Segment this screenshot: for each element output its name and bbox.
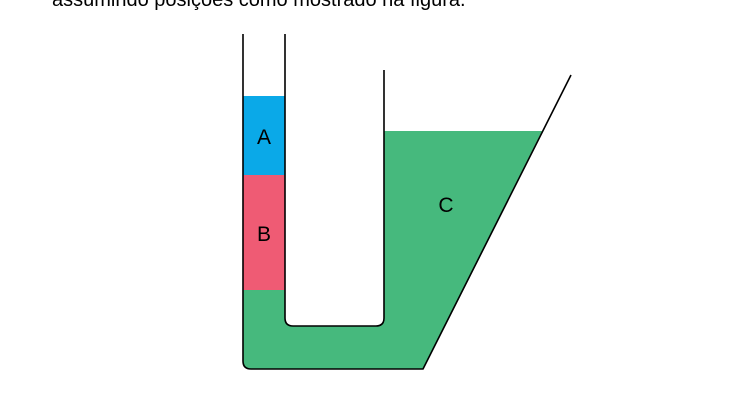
container-outer-wall bbox=[242, 34, 572, 370]
label-b: B bbox=[257, 223, 271, 246]
liquid-b-region bbox=[243, 175, 285, 290]
liquid-c-region bbox=[243, 131, 542, 369]
label-c: C bbox=[438, 194, 453, 217]
label-a: A bbox=[257, 126, 271, 149]
liquid-a-region bbox=[243, 96, 285, 175]
caption-text: assumindo posições como mostrado na figu… bbox=[52, 0, 466, 11]
container-inner-wall bbox=[284, 34, 385, 327]
